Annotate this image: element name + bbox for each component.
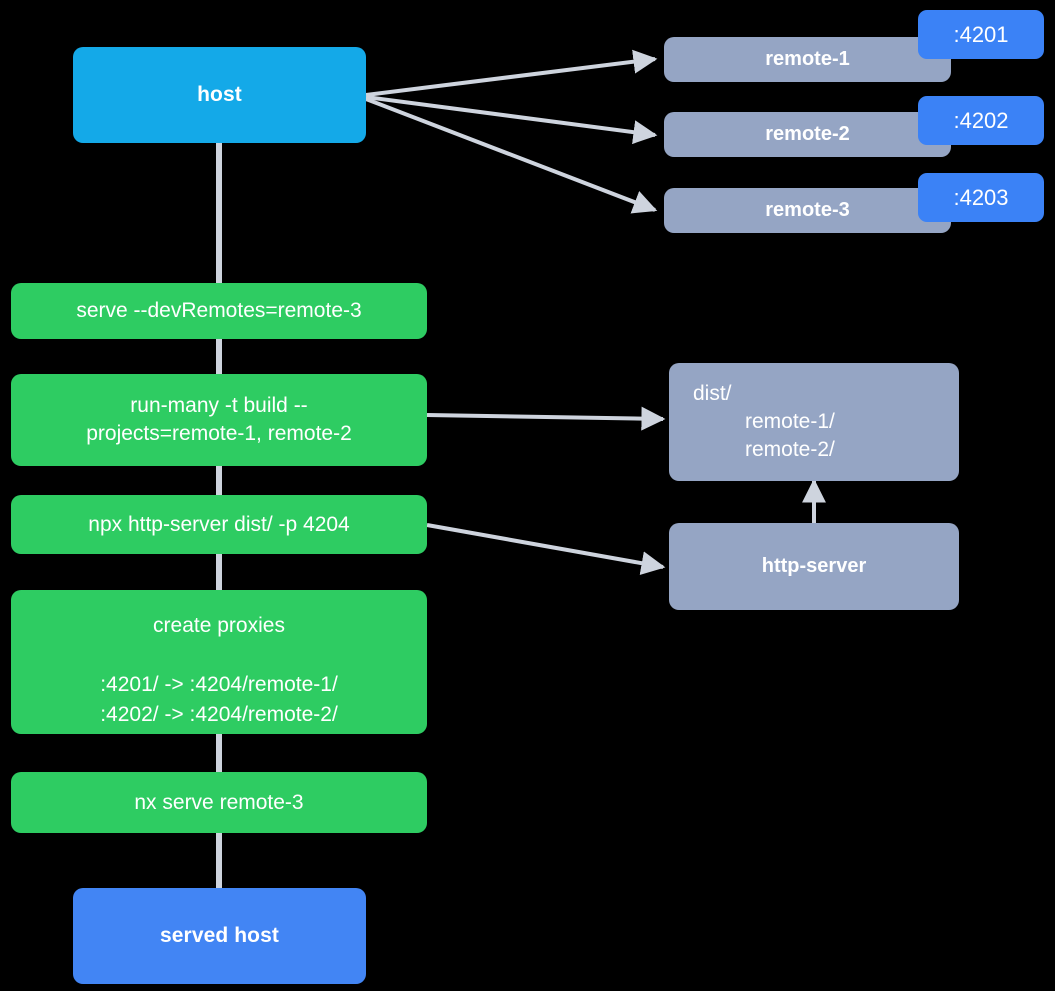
port-badge-remote-1[interactable]: :4201 xyxy=(918,10,1044,59)
node-command-nx-serve-remote-3-label: nx serve remote-3 xyxy=(134,790,304,814)
dist-root-label: dist/ xyxy=(693,382,732,406)
node-host[interactable]: host xyxy=(73,47,366,143)
node-host-label: host xyxy=(197,83,242,107)
proxy-mapping-2: :4202/ -> :4204/remote-2/ xyxy=(100,702,338,726)
port-badge-remote-2[interactable]: :4202 xyxy=(918,96,1044,145)
edge-host-to-remotes xyxy=(365,49,658,214)
node-command-serve-devremotes[interactable]: serve --devRemotes=remote-3 xyxy=(11,283,427,339)
node-command-npx-http-server[interactable]: npx http-server dist/ -p 4204 xyxy=(11,495,427,554)
port-badge-remote-2-label: :4202 xyxy=(953,107,1009,133)
node-command-nx-serve-remote-3[interactable]: nx serve remote-3 xyxy=(11,772,427,833)
node-create-proxies[interactable]: create proxies :4201/ -> :4204/remote-1/… xyxy=(11,590,427,734)
node-served-host[interactable]: served host xyxy=(73,888,366,984)
port-badge-remote-3[interactable]: :4203 xyxy=(918,173,1044,222)
create-proxies-title: create proxies xyxy=(153,614,285,637)
node-http-server[interactable]: http-server xyxy=(669,523,959,610)
node-command-serve-devremotes-label: serve --devRemotes=remote-3 xyxy=(76,299,362,323)
proxy-mapping-1: :4201/ -> :4204/remote-1/ xyxy=(100,672,338,696)
node-command-run-many[interactable]: run-many -t build -- projects=remote-1, … xyxy=(11,374,427,466)
edge-runmany-to-dist xyxy=(426,406,666,431)
node-remote-1-label: remote-1 xyxy=(765,48,850,71)
node-served-host-label: served host xyxy=(160,924,279,948)
dist-child-2-label: remote-2/ xyxy=(745,437,835,461)
node-remote-2[interactable]: remote-2 xyxy=(664,112,951,157)
node-command-npx-http-server-label: npx http-server dist/ -p 4204 xyxy=(88,512,350,536)
node-remote-2-label: remote-2 xyxy=(765,123,850,146)
node-remote-1[interactable]: remote-1 xyxy=(664,37,951,82)
port-badge-remote-1-label: :4201 xyxy=(953,21,1009,47)
node-http-server-label: http-server xyxy=(761,555,867,578)
node-remote-3-label: remote-3 xyxy=(765,199,850,222)
node-dist-folder[interactable]: dist/ remote-1/ remote-2/ xyxy=(669,363,959,481)
node-command-run-many-label: run-many -t build -- projects=remote-1, … xyxy=(86,394,352,445)
edge-npx-to-httpserver xyxy=(426,523,666,576)
node-remote-3[interactable]: remote-3 xyxy=(664,188,951,233)
port-badge-remote-3-label: :4203 xyxy=(953,184,1009,210)
dist-child-1-label: remote-1/ xyxy=(745,410,835,434)
